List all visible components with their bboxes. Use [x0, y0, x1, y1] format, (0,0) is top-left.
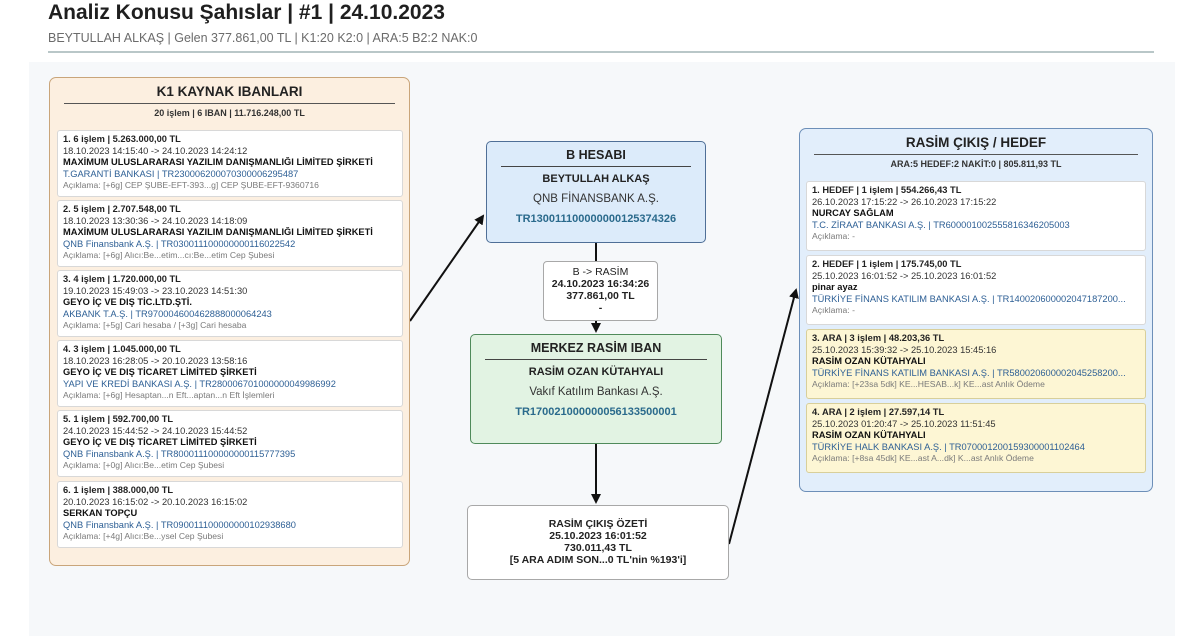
k1-source-card-bank: QNB Finansbank A.Ş. | TR0300111000000001…: [63, 238, 296, 249]
arrow-k1-to-b: [409, 214, 485, 322]
hedef-target-card-name: pinar ayaz: [812, 282, 858, 293]
k1-source-card-head: 4. 3 işlem | 1.045.000,00 TL: [63, 344, 181, 354]
k1-source-card-desc: Açıklama: [+6g] Hesaptan...n Eft...aptan…: [63, 390, 275, 401]
k1-source-card-head: 5. 1 işlem | 592.700,00 TL: [63, 414, 174, 424]
merkez-box-divider: [485, 359, 707, 360]
b-account-box[interactable]: B HESABI BEYTULLAH ALKAŞ QNB FİNANSBANK …: [486, 141, 706, 243]
hedef-target-card-head: 1. HEDEF | 1 işlem | 554.266,43 TL: [812, 185, 962, 195]
merkez-box-title: MERKEZ RASİM IBAN: [530, 341, 662, 355]
k1-source-card-desc: Açıklama: [+5g] Cari hesaba / [+3g] Cari…: [63, 320, 247, 331]
transfer-amount: 377.861,00 TL: [566, 290, 635, 302]
exit-summary-title: RASİM ÇIKIŞ ÖZETİ: [548, 518, 648, 530]
k1-source-card-head: 2. 5 işlem | 2.707.548,00 TL: [63, 204, 181, 214]
k1-source-card-name: MAXİMUM ULUSLARARASI YAZILIM DANIŞMANLIĞ…: [63, 227, 373, 238]
k1-source-card-dates: 18.10.2023 16:28:05 -> 20.10.2023 13:58:…: [63, 355, 248, 366]
merkez-box-bank: Vakıf Katılım Bankası A.Ş.: [529, 386, 663, 398]
k1-source-card-name: GEYO İÇ VE DIŞ TİC.LTD.ŞTİ.: [63, 297, 192, 308]
page-header: Analiz Konusu Şahıslar | #1 | 24.10.2023…: [48, 0, 1154, 45]
transfer-route: B -> RASİM: [572, 266, 629, 278]
hedef-target-card-head: 3. ARA | 3 işlem | 48.203,36 TL: [812, 333, 945, 343]
k1-source-card-bank: YAPI VE KREDİ BANKASI A.Ş. | TR280006701…: [63, 378, 336, 389]
k1-source-card-desc: Açıklama: [+0g] Alıcı:Be...etim Cep Şube…: [63, 460, 225, 471]
hedef-target-card-name: NURCAY SAĞLAM: [812, 208, 894, 219]
merkez-iban-box[interactable]: MERKEZ RASİM IBAN RASİM OZAN KÜTAHYALI V…: [470, 334, 722, 444]
exit-summary-box[interactable]: RASİM ÇIKIŞ ÖZETİ 25.10.2023 16:01:52 73…: [467, 505, 729, 580]
k1-source-card-bank: QNB Finansbank A.Ş. | TR8000111000000001…: [63, 448, 296, 459]
page-subtitle: BEYTULLAH ALKAŞ | Gelen 377.861,00 TL | …: [48, 31, 478, 45]
hedef-target-card-dates: 25.10.2023 16:01:52 -> 25.10.2023 16:01:…: [812, 270, 997, 281]
b-box-name: BEYTULLAH ALKAŞ: [542, 173, 650, 185]
b-box-iban: TR130011100000000125374326: [515, 213, 677, 225]
hedef-target-card-dates: 26.10.2023 17:15:22 -> 26.10.2023 17:15:…: [812, 196, 997, 207]
k1-source-card-head: 1. 6 işlem | 5.263.000,00 TL: [63, 134, 181, 144]
k1-source-card-bank: AKBANK T.A.Ş. | TR9700046004628880000642…: [63, 308, 272, 319]
hedef-panel-divider: [814, 154, 1138, 155]
hedef-target-card-name: RASİM OZAN KÜTAHYALI: [812, 356, 926, 367]
hedef-target-card-desc: Açıklama: -: [812, 305, 855, 316]
transfer-note: -: [598, 302, 603, 314]
k1-source-card-name: SERKAN TOPÇU: [63, 508, 138, 519]
header-divider: [48, 51, 1154, 53]
transfer-label: B -> RASİM 24.10.2023 16:34:26 377.861,0…: [543, 261, 658, 321]
k1-source-card-dates: 24.10.2023 15:44:52 -> 24.10.2023 15:44:…: [63, 425, 248, 436]
k1-source-card-dates: 20.10.2023 16:15:02 -> 20.10.2023 16:15:…: [63, 496, 248, 507]
k1-panel-title: K1 KAYNAK IBANLARI: [156, 84, 303, 99]
hedef-target-card-bank: TÜRKİYE FİNANS KATILIM BANKASI A.Ş. | TR…: [812, 293, 1126, 304]
transfer-date: 24.10.2023 16:34:26: [551, 278, 650, 290]
k1-source-card-name: GEYO İÇ VE DIŞ TİCARET LİMİTED ŞİRKETİ: [63, 367, 257, 378]
k1-source-card-head: 6. 1 işlem | 388.000,00 TL: [63, 485, 174, 495]
exit-summary-amount: 730.011,43 TL: [564, 542, 632, 554]
hedef-target-card-head: 4. ARA | 2 işlem | 27.597,14 TL: [812, 407, 945, 417]
merkez-box-iban: TR170021000000056133500001: [515, 406, 677, 418]
page-title: Analiz Konusu Şahıslar | #1 | 24.10.2023: [48, 1, 445, 24]
k1-source-card-name: MAXİMUM ULUSLARARASI YAZILIM DANIŞMANLIĞ…: [63, 157, 373, 168]
hedef-target-card-desc: Açıklama: -: [812, 231, 855, 242]
exit-summary-date: 25.10.2023 16:01:52: [549, 530, 647, 542]
hedef-target-card-head: 2. HEDEF | 1 işlem | 175.745,00 TL: [812, 259, 962, 269]
b-box-bank: QNB FİNANSBANK A.Ş.: [533, 193, 659, 205]
k1-source-card-dates: 18.10.2023 14:15:40 -> 24.10.2023 14:24:…: [63, 145, 248, 156]
arrow-ozet-to-hedef: [728, 288, 799, 545]
exit-summary-note: [5 ARA ADIM SON...0 TL'nin %193'i]: [509, 554, 687, 566]
k1-source-card-dates: 19.10.2023 15:49:03 -> 23.10.2023 14:51:…: [63, 285, 248, 296]
k1-source-card-bank: T.GARANTİ BANKASI | TR230006200070300006…: [63, 168, 299, 179]
hedef-target-card-dates: 25.10.2023 15:39:32 -> 25.10.2023 15:45:…: [812, 344, 997, 355]
k1-source-card-dates: 18.10.2023 13:30:36 -> 24.10.2023 14:18:…: [63, 215, 248, 226]
hedef-target-card-bank: T.C. ZİRAAT BANKASI A.Ş. | TR60000100255…: [812, 219, 1070, 230]
k1-panel-summary: 20 işlem | 6 IBAN | 11.716.248,00 TL: [154, 108, 305, 118]
k1-source-card-desc: Açıklama: [+6g] CEP ŞUBE-EFT-393...g] CE…: [63, 180, 319, 191]
hedef-target-card-dates: 25.10.2023 01:20:47 -> 25.10.2023 11:51:…: [812, 418, 996, 429]
hedef-target-card-desc: Açıklama: [+8sa 45dk] KE...ast A...dk] K…: [812, 453, 1034, 464]
hedef-target-card-bank: TÜRKİYE HALK BANKASI A.Ş. | TR0700012001…: [812, 441, 1085, 452]
hedef-target-card-desc: Açıklama: [+23sa 5dk] KE...HESAB...k] KE…: [812, 379, 1045, 390]
k1-source-card-desc: Açıklama: [+6g] Alıcı:Be...etim...cı:Be.…: [63, 250, 275, 261]
k1-source-card-head: 3. 4 işlem | 1.720.000,00 TL: [63, 274, 181, 284]
k1-source-card-bank: QNB Finansbank A.Ş. | TR0900111000000001…: [63, 519, 296, 530]
hedef-target-card-name: RASİM OZAN KÜTAHYALI: [812, 430, 926, 441]
k1-source-card-name: GEYO İÇ VE DIŞ TİCARET LİMİTED ŞİRKETİ: [63, 437, 257, 448]
hedef-target-card-bank: TÜRKİYE FİNANS KATILIM BANKASI A.Ş. | TR…: [812, 367, 1126, 378]
b-box-divider: [501, 166, 691, 167]
b-box-title: B HESABI: [566, 148, 626, 162]
k1-source-card-desc: Açıklama: [+4g] Alıcı:Be...ysel Cep Şube…: [63, 531, 224, 542]
merkez-box-name: RASİM OZAN KÜTAHYALI: [528, 366, 664, 378]
hedef-panel-title: RASİM ÇIKIŞ / HEDEF: [905, 135, 1047, 150]
k1-panel-divider: [64, 103, 395, 104]
hedef-panel-summary: ARA:5 HEDEF:2 NAKİT:0 | 805.811,93 TL: [890, 159, 1062, 169]
